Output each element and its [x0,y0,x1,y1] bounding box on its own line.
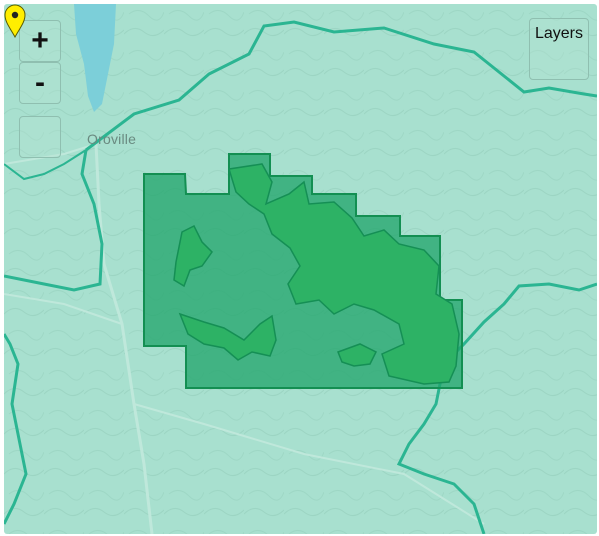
plus-icon: + [31,24,49,57]
map-pin-icon[interactable] [4,4,26,38]
layers-button[interactable]: Layers [529,18,589,80]
zone-boundary-west [4,149,104,292]
zoom-out-button[interactable]: - [19,62,61,104]
map-view[interactable]: + - Layers Oroville [4,4,597,534]
zoom-in-button[interactable]: + [19,20,61,62]
lake [74,4,116,112]
burn-areas [173,163,460,385]
road [133,403,485,525]
road [4,293,123,325]
fullscreen-button[interactable] [19,116,61,158]
layers-label: Layers [534,25,584,42]
place-label-oroville: Oroville [87,131,137,147]
map-canvas [4,4,597,534]
zone-boundary-northwest [4,149,87,181]
road [4,143,97,165]
zone-boundary-south [4,333,28,525]
zone-boundary-north [85,20,597,152]
minus-icon: - [35,66,45,99]
